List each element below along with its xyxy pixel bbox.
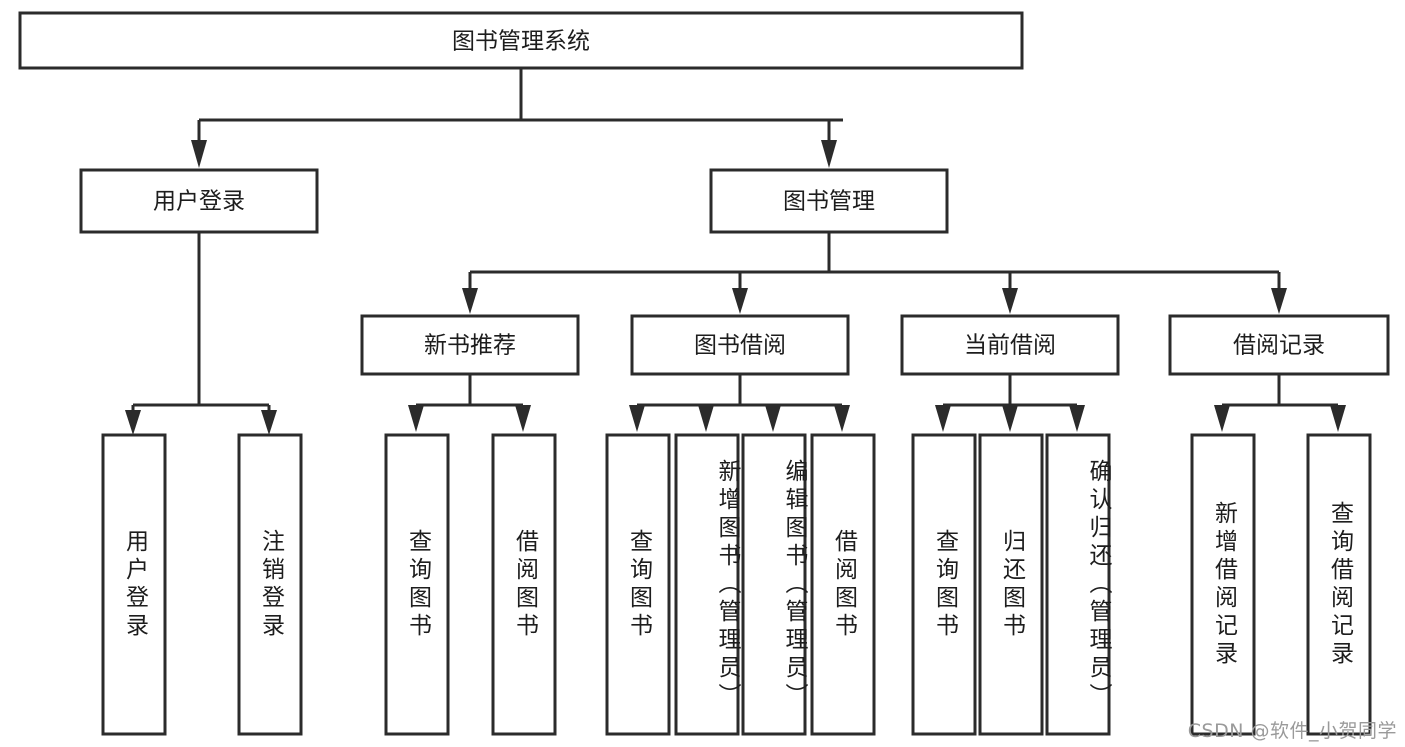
node-leaf-confirm-return[interactable] — [1045, 433, 1111, 736]
arrow-head-leaf-borrow-book-2 — [834, 405, 850, 432]
node-leaf-add-record[interactable] — [1190, 433, 1256, 736]
connector-group-book-manage — [462, 232, 1287, 314]
arrow-head-new-book — [462, 288, 478, 314]
node-leaf-query-book-1-box[interactable] — [384, 433, 450, 736]
node-leaf-return-book[interactable] — [978, 433, 1044, 736]
arrow-head-leaf-query-book-1 — [408, 405, 424, 432]
node-book-manage[interactable]: 图书管理 — [709, 168, 949, 234]
arrow-head-current-borrow — [1002, 288, 1018, 314]
node-root-label: 图书管理系统 — [452, 29, 590, 55]
connector-group-user-login — [125, 232, 277, 435]
node-leaf-borrow-book-1[interactable] — [491, 433, 557, 736]
node-current-borrow-box[interactable] — [900, 314, 1120, 376]
node-leaf-user-login-box[interactable] — [101, 433, 167, 736]
node-leaf-logout[interactable] — [237, 433, 303, 736]
node-leaf-query-record-box[interactable] — [1306, 433, 1372, 736]
arrow-head-leaf-add-book — [698, 405, 714, 432]
arrow-head-leaf-return-book — [1002, 405, 1018, 432]
node-leaf-return-book-box[interactable] — [978, 433, 1044, 736]
node-leaf-confirm-return-box[interactable] — [1045, 433, 1111, 736]
node-leaf-add-book-box[interactable] — [674, 433, 740, 736]
node-current-borrow[interactable]: 当前借阅 — [900, 314, 1120, 376]
node-book-manage-box[interactable] — [709, 168, 949, 234]
connector-group-current-borrow — [935, 374, 1085, 432]
node-leaf-user-login[interactable] — [101, 433, 167, 736]
node-leaf-edit-book[interactable] — [741, 433, 807, 736]
node-user-login[interactable]: 用户登录 — [79, 168, 319, 234]
connector-group-book-borrow — [629, 374, 850, 432]
node-borrow-record-label: 借阅记录 — [1233, 333, 1325, 359]
connector-group-root — [191, 68, 843, 168]
node-root-box[interactable] — [18, 11, 1024, 70]
node-borrow-record-box[interactable] — [1168, 314, 1390, 376]
node-new-book-recommend[interactable]: 新书推荐 — [360, 314, 580, 376]
watermark-text: CSDN @软件_小贺同学 — [1187, 720, 1397, 742]
arrow-head-borrow-record — [1271, 288, 1287, 314]
node-leaf-query-book-1[interactable] — [384, 433, 450, 736]
node-leaf-add-book[interactable] — [674, 433, 740, 736]
node-leaf-edit-book-box[interactable] — [741, 433, 807, 736]
node-leaf-borrow-book-2-box[interactable] — [810, 433, 876, 736]
arrow-head-leaf-query-record — [1330, 405, 1346, 432]
node-leaf-borrow-book-2[interactable] — [810, 433, 876, 736]
node-leaf-query-book-3-box[interactable] — [911, 433, 977, 736]
arrow-head-book-manage — [821, 140, 837, 168]
arrow-head-leaf-logout — [261, 410, 277, 435]
node-current-borrow-label: 当前借阅 — [964, 333, 1056, 359]
arrow-head-leaf-query-book-2 — [629, 405, 645, 432]
node-book-borrow-box[interactable] — [630, 314, 850, 376]
node-leaf-query-record[interactable] — [1306, 433, 1372, 736]
arrow-head-leaf-edit-book — [765, 405, 781, 432]
arrow-head-user-login — [191, 140, 207, 168]
node-leaf-query-book-2-box[interactable] — [605, 433, 671, 736]
node-leaf-query-book-2[interactable] — [605, 433, 671, 736]
node-user-login-label: 用户登录 — [153, 189, 245, 215]
arrow-head-book-borrow — [732, 288, 748, 314]
node-new-book-recommend-box[interactable] — [360, 314, 580, 376]
node-book-borrow-label: 图书借阅 — [694, 333, 786, 359]
arrow-head-leaf-confirm-return — [1069, 405, 1085, 432]
node-book-borrow[interactable]: 图书借阅 — [630, 314, 850, 376]
node-new-book-recommend-label: 新书推荐 — [424, 333, 516, 359]
arrow-head-leaf-borrow-book-1 — [515, 405, 531, 432]
connector-group-borrow-record — [1214, 374, 1346, 432]
connector-group-new-book — [408, 374, 531, 432]
node-leaf-query-book-3[interactable] — [911, 433, 977, 736]
arrow-head-leaf-query-book-3 — [935, 405, 951, 432]
node-borrow-record[interactable]: 借阅记录 — [1168, 314, 1390, 376]
arrow-head-leaf-user-login — [125, 410, 141, 435]
node-root[interactable]: 图书管理系统 — [18, 11, 1024, 70]
node-user-login-box[interactable] — [79, 168, 319, 234]
node-leaf-add-record-box[interactable] — [1190, 433, 1256, 736]
node-leaf-logout-box[interactable] — [237, 433, 303, 736]
node-book-manage-label: 图书管理 — [783, 189, 875, 215]
node-leaf-borrow-book-1-box[interactable] — [491, 433, 557, 736]
arrow-head-leaf-add-record — [1214, 405, 1230, 432]
